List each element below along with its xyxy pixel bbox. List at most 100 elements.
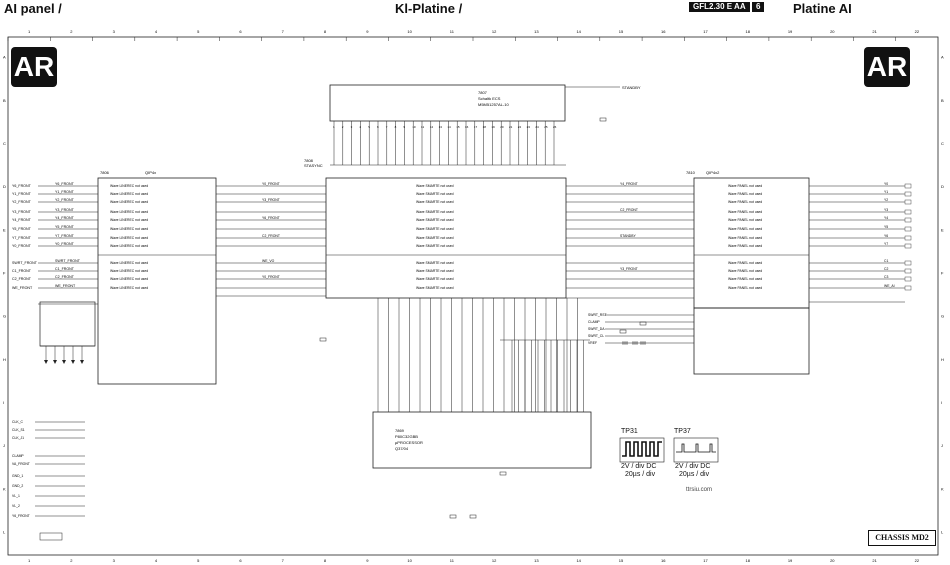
connector-pin [904,260,912,266]
row-label: A [941,55,944,60]
tp37-volts: 2V / div DC [675,463,711,470]
left-signal-label: WE_FRONT [12,286,33,290]
pin-number: 16 [465,125,469,129]
column-label: 18 [746,29,751,34]
net-label: C2_FRONT [620,208,638,212]
row-label: B [941,98,944,103]
ic7808-pin-desc: Wave SMARTE not used [416,261,454,265]
pin-number: 18 [483,125,487,129]
row-label: H [3,357,6,362]
column-label: 12 [492,558,497,563]
connector-label: CLK_C [12,420,23,424]
pin-number: 19 [491,125,495,129]
net-label: Y3_FRONT [55,208,75,212]
connector-label: VL_2 [12,504,20,508]
column-label: 1 [28,558,31,563]
tp37-time: 20µs / div [679,471,710,478]
pin-number: 26 [553,125,557,129]
right-signal-label: Y1 [884,190,888,194]
ic7808-pin-desc: Wave SMARTE not used [416,192,454,196]
net-label: Y6_FRONT [262,216,280,220]
ic7807-name: Schaltk ECS [478,96,501,101]
column-label: 17 [703,29,708,34]
ic7806-pin-desc: Wave LINEREC not used [110,244,148,248]
column-label: 4 [155,558,158,563]
column-label: 4 [155,29,158,34]
ic7869-part: Q37/04 [395,446,409,451]
right-signal-label: Y7 [884,242,888,246]
arrow-head [44,360,48,364]
ic7810-pin-desc: Wave PANEL not used [728,236,762,240]
right-signal-label: C1 [884,259,888,263]
pin-number: 22 [518,125,522,129]
tp31-label: TP31 [621,428,638,435]
column-label: 10 [407,558,412,563]
column-label: 7 [282,558,285,563]
ic7808-pin-desc: Wave SMARTE not used [416,236,454,240]
connector-pin [904,209,912,215]
left-signal-label: C2_FRONT [12,277,32,281]
row-label: D [941,184,944,189]
connector-pin [904,217,912,223]
ic7808-pin-desc: Wave SMARTE not used [416,210,454,214]
ai-panel-title: AI panel / [4,1,62,16]
net-label: Y0_FRONT [55,242,75,246]
ic7810-pin-desc: Wave PANEL not used [728,286,762,290]
column-label: 17 [703,558,708,563]
column-label: 7 [282,29,285,34]
column-label: 14 [576,558,581,563]
right-signal-label: Y6 [884,234,888,238]
ar-marker-right: AR [864,47,910,87]
ic7807-ref: 7807 [478,90,488,95]
left-signal-label: C1_FRONT [12,269,32,273]
column-label: 2 [70,558,73,563]
pin-number: 20 [500,125,504,129]
resistor-symbol [449,514,457,519]
row-label: J [941,443,943,448]
page-badge: 6 [752,2,765,12]
pin-number: 8 [395,125,397,129]
row-label: C [3,141,6,146]
column-label: 8 [324,29,327,34]
ic7810-pin-desc: Wave PANEL not used [728,277,762,281]
row-label: G [941,314,944,319]
net-label: WE_FRONT [55,284,76,288]
ic7807-part: M5M51257AL-10 [478,102,509,107]
chassis-box: CHASSIS MD2 [868,530,936,546]
column-label: 11 [450,558,455,563]
ic7808-pin-desc: Wave SMARTE not used [416,200,454,204]
pin-number: 23 [527,125,531,129]
column-label: 9 [366,29,369,34]
ctrl-signal-label: SWRT_DA [588,327,605,331]
connector-pin [904,243,912,249]
ic7806-pin-desc: Wave LINEREC not used [110,227,148,231]
connector-label: GND_2 [12,484,23,488]
front-connector-block [39,301,96,347]
connector-pin [904,268,912,274]
pin-number: 1 [333,125,335,129]
column-label: 1 [28,29,31,34]
column-label: 16 [661,29,666,34]
row-label: A [3,55,6,60]
left-signal-label: Y6_FRONT [12,184,32,188]
connector-pin [904,226,912,232]
ic7869-box [372,411,592,469]
column-label: 15 [619,29,624,34]
ic7810-ctrl-box [693,307,810,375]
ic7869-name: P80C32GBB [395,434,418,439]
row-label: L [941,529,944,534]
ic7810-pin-desc: Wave PANEL not used [728,210,762,214]
column-label: 16 [661,558,666,563]
connector-label: VA_FRONT [12,462,30,466]
ic7808-pin-desc: Wave SMARTE not used [416,227,454,231]
left-signal-label: Y0_FRONT [12,244,32,248]
net-label: Y3_FRONT [262,198,280,202]
column-label: 18 [746,558,751,563]
column-label: 2 [70,29,73,34]
connector-label: CLK_S1 [12,428,25,432]
column-label: 19 [788,29,793,34]
row-label: B [3,98,6,103]
ic7806-pin-desc: Wave LINEREC not used [110,200,148,204]
